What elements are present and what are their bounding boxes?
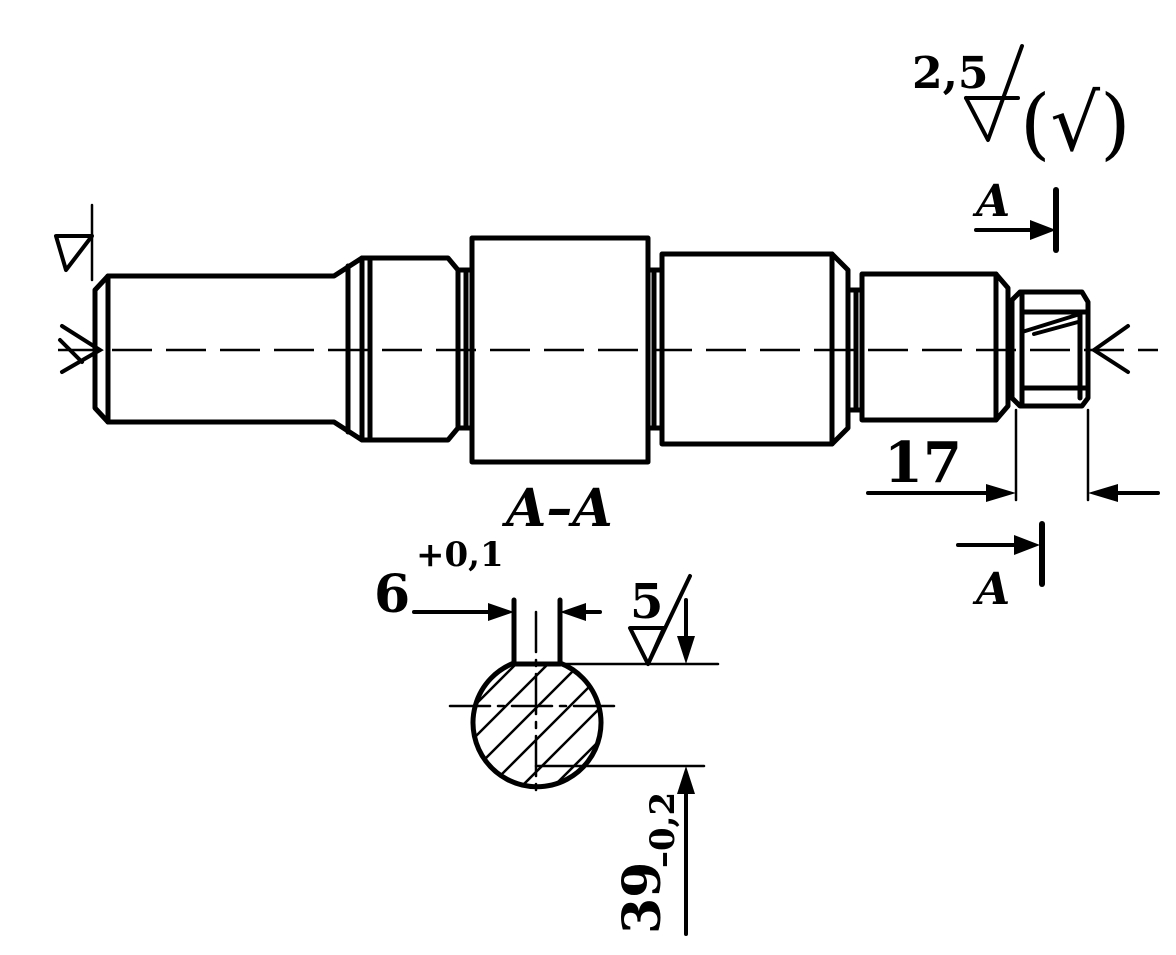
dimension-value-17: 17 [884,430,962,496]
shaft-view [54,203,1158,465]
dimension-value-39: 39 [612,862,673,934]
section-marker-top: A [972,176,1059,253]
roughness-general: 2,5 (√) [912,44,1131,169]
roughness-value-key: 5 [630,574,663,630]
section-letter-top: A [972,176,1010,227]
dimension-thread-length: 17 [866,408,1160,502]
dimension-value-6: 6 [374,564,410,625]
roughness-key-slot: 5 [628,574,692,666]
section-letter-bottom: A [972,564,1010,615]
roughness-symbol-left [54,203,94,282]
section-marker-bottom: A [956,521,1045,615]
dimension-key-width: 6 +0,1 [374,535,602,625]
threaded-end [1009,289,1091,409]
roughness-value-main: 2,5 [912,48,989,99]
section-title: A–A [501,478,613,539]
shaft-step-4 [859,271,1011,423]
section-view [448,597,624,792]
dimension-depth: 39 –0,2 [534,598,720,936]
tolerance-minus: –0,2 [643,792,683,868]
tolerance-plus: +0,1 [416,535,504,575]
shaft-step-1 [92,255,365,443]
roughness-check-symbol: (√) [1020,79,1131,169]
